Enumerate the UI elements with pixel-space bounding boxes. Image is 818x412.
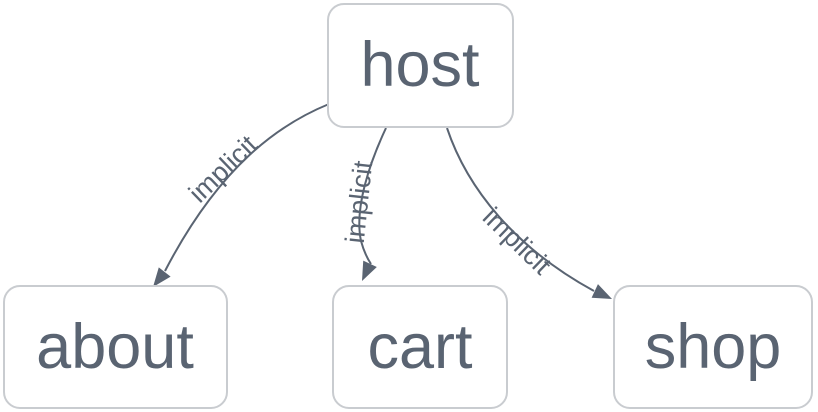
node-host-box[interactable]: [327, 3, 514, 128]
node-shop-label: shop: [645, 312, 782, 382]
edge-label-host-shop: implicit: [477, 202, 558, 281]
node-cart-box[interactable]: [332, 285, 508, 409]
edge-host-about-arrowhead-icon: [153, 267, 171, 287]
node-about[interactable]: about: [3, 285, 228, 409]
edge-host-shop-line: [446, 127, 595, 292]
edge-label-host-about: implicit: [183, 129, 264, 208]
node-about-box[interactable]: [3, 285, 228, 409]
node-cart-label: cart: [367, 312, 473, 382]
node-shop[interactable]: shop: [613, 285, 813, 409]
edge-host-shop: [446, 127, 612, 299]
edge-host-about: [153, 103, 330, 287]
node-shop-box[interactable]: [613, 285, 813, 409]
edge-label-host-cart: implicit: [340, 159, 379, 245]
node-host[interactable]: host: [327, 3, 514, 128]
node-host-label: host: [360, 30, 480, 100]
edge-host-about-line: [164, 103, 330, 272]
edge-host-cart: [358, 127, 387, 281]
edge-host-cart-arrowhead-icon: [362, 260, 377, 281]
edge-host-cart-line: [358, 127, 387, 265]
node-cart[interactable]: cart: [332, 285, 508, 409]
edge-host-shop-arrowhead-icon: [591, 284, 612, 299]
node-about-label: about: [36, 312, 194, 382]
